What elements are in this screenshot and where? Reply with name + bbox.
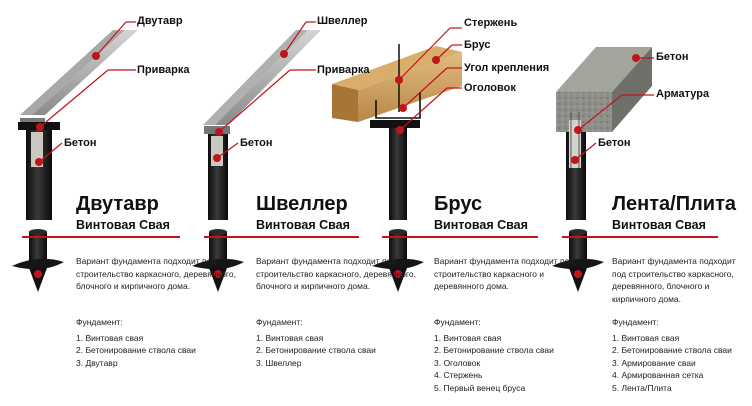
callout-dvutavr-beam: Двутавр — [137, 15, 183, 27]
column-subtitle: Винтовая Свая — [612, 218, 706, 232]
foundation-list: 1. Винтовая свая 2. Бетонирование ствола… — [612, 332, 732, 394]
list-item: 3. Швеллер — [256, 357, 302, 368]
list-item: 5. Лента/Плита — [612, 382, 672, 393]
foundation-label: Фундамент: — [256, 317, 303, 327]
title-underline — [204, 236, 359, 238]
callout-dvutavr-weld: Приварка — [137, 64, 190, 76]
foundation-label: Фундамент: — [434, 317, 481, 327]
list-item: 3. Оголовок — [434, 357, 481, 368]
column-description: Вариант фундамента подходит под строител… — [434, 256, 575, 291]
list-item: 1. Винтовая свая — [612, 333, 680, 343]
callout-lenta-concrete-slab: Бетон — [656, 51, 689, 63]
list-item: 2. Бетонирование ствола сваи — [612, 345, 732, 356]
list-item: 2. Бетонирование ствола сваи — [256, 345, 376, 356]
list-item: 1. Винтовая свая — [434, 333, 502, 343]
column-subtitle: Винтовая Свая — [434, 218, 528, 232]
column-subtitle: Винтовая Свая — [76, 218, 170, 232]
column-shveller: Швеллер Винтовая Свая — [256, 192, 431, 233]
callout-brus-angle: Угол крепления — [464, 62, 550, 74]
title-underline — [22, 236, 180, 238]
list-item: 2. Бетонирование ствола сваи — [76, 345, 196, 356]
callout-brus-beam: Брус — [464, 39, 491, 51]
column-title: Швеллер — [256, 193, 348, 215]
list-item: 1. Винтовая свая — [256, 333, 324, 343]
list-item: 4. Стержень — [434, 370, 483, 381]
foundation-list: 1. Винтовая свая 2. Бетонирование ствола… — [76, 332, 196, 369]
column-title: Двутавр — [76, 193, 159, 215]
brus-illustration — [332, 27, 462, 292]
list-item: 5. Первый венец бруса — [434, 382, 526, 393]
title-underline — [382, 236, 538, 238]
lenta-illustration — [552, 47, 654, 292]
callout-brus-head: Оголовок — [464, 82, 516, 94]
column-subtitle: Винтовая Свая — [256, 218, 350, 232]
foundation-label: Фундамент: — [76, 317, 123, 327]
callout-dvutavr-concrete: Бетон — [64, 137, 97, 149]
callout-brus-rod: Стержень — [464, 17, 518, 29]
column-description: Вариант фундамента подходит под строител… — [256, 256, 416, 291]
column-title: Лента/Плита — [612, 193, 737, 215]
column-dvutavr: Двутавр Винтовая Свая — [76, 192, 251, 233]
callout-lenta-concrete-pile: Бетон — [598, 137, 631, 149]
list-item: 2. Бетонирование ствола сваи — [434, 345, 554, 356]
foundation-label: Фундамент: — [612, 317, 659, 327]
column-brus: Брус Винтовая Свая — [434, 192, 609, 233]
list-item: 3. Двутавр — [76, 357, 118, 368]
title-underline — [562, 236, 718, 238]
list-item: 3. Армирование сваи — [612, 357, 696, 368]
column-lenta: Лента/Плита Винтовая Свая — [612, 192, 752, 233]
dvutavr-illustration — [12, 21, 138, 292]
column-title: Брус — [434, 193, 483, 215]
foundation-list: 1. Винтовая свая 2. Бетонирование ствола… — [434, 332, 554, 394]
foundation-list: 1. Винтовая свая 2. Бетонирование ствола… — [256, 332, 376, 369]
list-item: 4. Армированная сетка — [612, 370, 704, 381]
shveller-illustration — [192, 21, 321, 292]
callout-shveller-concrete: Бетон — [240, 137, 273, 149]
list-item: 1. Винтовая свая — [76, 333, 144, 343]
callout-shveller-weld: Приварка — [317, 64, 370, 76]
callout-shveller-beam: Швеллер — [317, 15, 368, 27]
column-description: Вариант фундамента подходит под строител… — [76, 256, 236, 291]
column-description: Вариант фундамента подходит под строител… — [612, 256, 736, 304]
callout-lenta-rebar: Арматура — [656, 88, 710, 100]
